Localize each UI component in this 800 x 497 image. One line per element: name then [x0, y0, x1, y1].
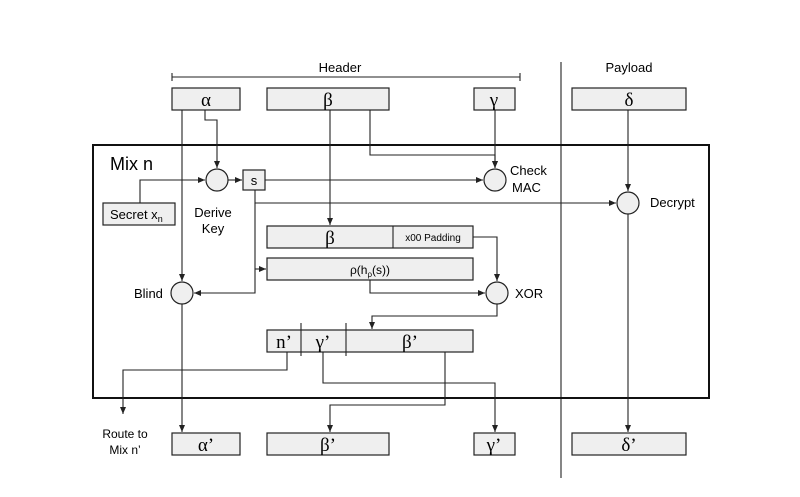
route-label: Route to — [102, 427, 148, 441]
decrypt-node — [616, 191, 640, 215]
derive-key-label: Derive — [194, 205, 232, 220]
n-prime-label: n’ — [276, 332, 292, 353]
derive-key-node — [205, 168, 229, 192]
check-mac-label-2: MAC — [512, 180, 541, 195]
derive-key-label-2: Key — [202, 221, 225, 236]
secret-box — [102, 202, 176, 226]
beta-in-box — [266, 87, 390, 111]
delta-in-box — [571, 87, 687, 111]
payload-label: Payload — [606, 60, 653, 75]
header-label: Header — [319, 60, 362, 75]
gamma-out-label: γ’ — [486, 435, 502, 456]
beta-out-box — [266, 432, 390, 456]
secret-label: Secret xn — [110, 207, 163, 224]
delta-out-box — [571, 432, 687, 456]
gamma-prime-label: γ’ — [315, 332, 331, 353]
connectors — [120, 110, 631, 432]
delta-out-label: δ’ — [621, 435, 636, 456]
s-box — [242, 169, 266, 191]
rho-label: ρ(hρ(s)) — [350, 263, 390, 279]
beta-prime-label: β’ — [402, 332, 418, 353]
decrypt-label: Decrypt — [650, 195, 695, 210]
rho-box — [266, 257, 474, 281]
beta-padded-label: β — [325, 228, 335, 249]
alpha-in-box — [171, 87, 241, 111]
route-label-2: Mix n’ — [109, 443, 140, 457]
gamma-out-box — [473, 432, 516, 456]
mix-label: Mix n — [110, 154, 153, 174]
alpha-out-box — [171, 432, 241, 456]
gamma-in-label: γ — [489, 90, 498, 111]
padding-label: x00 Padding — [405, 233, 461, 244]
header-bracket — [171, 73, 521, 81]
alpha-in-label: α — [201, 90, 211, 111]
alpha-out-label: α’ — [198, 435, 214, 456]
delta-in-label: δ — [625, 90, 634, 111]
xor-node — [485, 281, 509, 305]
split-box — [266, 329, 474, 353]
blind-node — [170, 281, 194, 305]
check-mac-label: Check — [510, 163, 547, 178]
s-label: s — [251, 173, 258, 188]
mix-frame — [92, 144, 710, 399]
check-mac-node — [483, 168, 507, 192]
blind-label: Blind — [134, 286, 163, 301]
beta-in-label: β — [323, 90, 333, 111]
beta-padded-box — [266, 225, 474, 249]
xor-label: XOR — [515, 286, 543, 301]
beta-out-label: β’ — [320, 435, 336, 456]
